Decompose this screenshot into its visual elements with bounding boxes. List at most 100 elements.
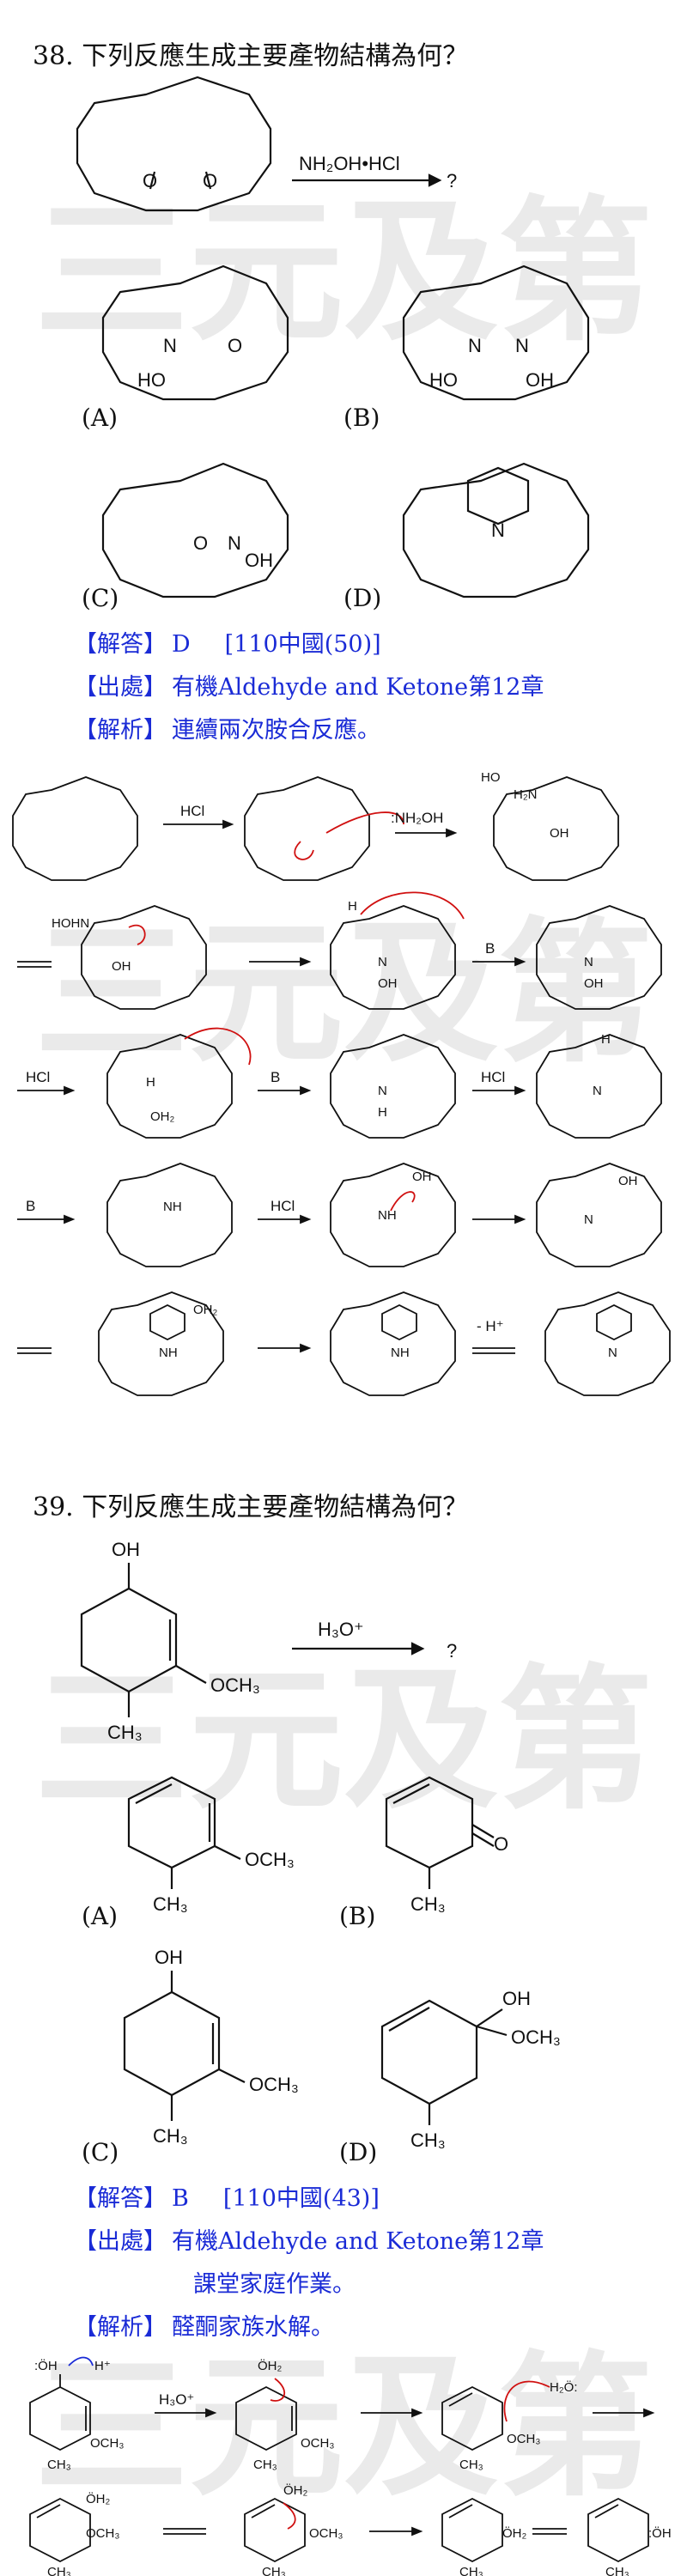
svg-text:OCH₃: OCH₃	[86, 2526, 119, 2541]
svg-text:H: H	[146, 1075, 155, 1090]
svg-text:CH₃: CH₃	[262, 2565, 286, 2576]
svg-text:- H⁺: - H⁺	[477, 1318, 504, 1334]
option-a-structure	[127, 1776, 216, 1869]
option-d-label: (D)	[344, 584, 382, 612]
svg-text:OH: OH	[112, 1539, 140, 1560]
question-39-figures: OH OCH₃ CH₃ H₃O⁺ ? OCH₃ CH₃ O CH₃ OH OCH…	[80, 1539, 561, 2151]
svg-text:H₃O⁺: H₃O⁺	[159, 2391, 194, 2408]
starting-material	[80, 1587, 178, 1693]
svg-text:B: B	[26, 1198, 35, 1214]
option-d-label: (D)	[339, 2138, 378, 2166]
svg-text:CH₃: CH₃	[459, 2458, 483, 2472]
question-38-title: 38. 下列反應生成主要產物結構為何？	[33, 41, 469, 71]
option-a-label: (A)	[82, 1902, 119, 1930]
answer-value: D	[172, 631, 191, 658]
svg-text:N: N	[515, 335, 529, 356]
svg-text:OH: OH	[378, 976, 398, 991]
svg-text:NH: NH	[378, 1208, 397, 1223]
svg-text:HCl: HCl	[271, 1198, 295, 1214]
svg-text:ÖH₂: ÖH₂	[502, 2525, 527, 2541]
svg-text:CH₃: CH₃	[410, 2129, 446, 2151]
svg-text:CH₃: CH₃	[153, 2125, 188, 2147]
svg-text:CH₃: CH₃	[107, 1722, 143, 1743]
svg-text::ÖH: :ÖH	[34, 2358, 58, 2373]
svg-text:OH: OH	[412, 1170, 432, 1184]
option-c-structure	[101, 462, 289, 598]
svg-text:H: H	[348, 899, 357, 914]
svg-text:H: H	[601, 1032, 611, 1047]
svg-text:B: B	[271, 1069, 280, 1085]
svg-text:O: O	[193, 532, 208, 554]
option-a-label: (A)	[82, 404, 119, 432]
svg-text:NH: NH	[391, 1346, 410, 1360]
svg-text::ÖH: :ÖH	[648, 2525, 672, 2541]
svg-text:NH: NH	[159, 1346, 178, 1360]
svg-text:OH₂: OH₂	[150, 1109, 175, 1124]
answer-reference: [110中國(50)]	[224, 631, 381, 658]
option-d-structure	[380, 1999, 478, 2105]
q38-source-line: 【出處】有機Aldehyde and Ketone第12章	[74, 674, 544, 701]
svg-text:HCl: HCl	[180, 803, 204, 819]
svg-text:H: H	[378, 1105, 387, 1120]
svg-text:OCH₃: OCH₃	[309, 2526, 343, 2541]
svg-text:N: N	[378, 1084, 387, 1098]
svg-text:OCH₃: OCH₃	[301, 2436, 334, 2451]
q39-explanation-line: 【解析】醛酮家族水解。	[74, 2314, 334, 2341]
svg-text:N: N	[584, 1212, 593, 1227]
svg-text:OH: OH	[584, 976, 604, 991]
svg-text:OCH₃: OCH₃	[249, 2074, 299, 2095]
option-c-label: (C)	[82, 2138, 119, 2166]
svg-text:O: O	[143, 170, 157, 191]
option-c-label: (C)	[82, 584, 119, 612]
svg-text:N: N	[468, 335, 482, 356]
answer-reference: [110中國(43)]	[222, 2185, 380, 2212]
svg-text:OH: OH	[112, 959, 131, 974]
svg-text:CH₃: CH₃	[459, 2565, 483, 2576]
svg-text::NH₂OH: :NH₂OH	[391, 810, 443, 826]
svg-text:N: N	[584, 955, 593, 969]
svg-text:HCl: HCl	[481, 1069, 505, 1085]
option-c-structure	[123, 1990, 221, 2097]
svg-text:HOHN: HOHN	[52, 916, 89, 931]
svg-text:OH₂: OH₂	[193, 1303, 218, 1317]
question-39-title: 39. 下列反應生成主要產物結構為何？	[33, 1492, 469, 1522]
q39-answer-line: 【解答】B[110中國(43)]	[74, 2185, 380, 2212]
answer-value: B	[172, 2185, 189, 2212]
q39-mechanism: :ÖH H⁺ OCH₃ CH₃ H₃O⁺ ÖH₂ OCH₃ CH₃ OCH₃ C…	[29, 2356, 672, 2576]
svg-text:OH: OH	[618, 1174, 638, 1188]
svg-text:N: N	[378, 955, 387, 969]
svg-text:HO: HO	[481, 770, 501, 785]
q38-mechanism: HCl :NH₂OH HO H₂N OH HOHN OH H N OH B N …	[12, 770, 671, 1396]
option-a-structure	[101, 264, 289, 401]
svg-text:ÖH₂: ÖH₂	[86, 2491, 111, 2506]
option-d-structure	[402, 462, 590, 598]
q39-source-line-2: 課堂家庭作業。	[193, 2271, 356, 2298]
q38-answer-line: 【解答】D[110中國(50)]	[74, 631, 381, 658]
svg-text:ÖH₂: ÖH₂	[258, 2358, 283, 2373]
svg-text:OCH₃: OCH₃	[511, 2026, 561, 2048]
svg-text:B: B	[485, 940, 495, 957]
svg-text:HCl: HCl	[26, 1069, 50, 1085]
svg-text:O: O	[494, 1833, 508, 1855]
svg-text:?: ?	[447, 170, 457, 191]
svg-text:CH₃: CH₃	[153, 1893, 188, 1915]
svg-text:CH₃: CH₃	[605, 2565, 629, 2576]
option-b-label: (B)	[339, 1902, 376, 1930]
svg-text:OCH₃: OCH₃	[90, 2436, 124, 2451]
svg-text:O: O	[228, 335, 242, 356]
svg-text:OCH₃: OCH₃	[210, 1674, 260, 1696]
option-b-label: (B)	[344, 404, 380, 432]
svg-text:N: N	[608, 1346, 617, 1360]
svg-text:N: N	[163, 335, 177, 356]
svg-text:OH: OH	[526, 369, 554, 391]
svg-text:HO: HO	[429, 369, 458, 391]
svg-text:N: N	[228, 532, 241, 554]
svg-text:?: ?	[447, 1640, 457, 1662]
svg-text:OCH₃: OCH₃	[245, 1849, 295, 1870]
svg-text:O: O	[203, 170, 217, 191]
svg-text:OH: OH	[502, 1988, 531, 2009]
svg-text:H₂Ö:: H₂Ö:	[550, 2379, 578, 2395]
svg-text:H₂N: H₂N	[514, 787, 538, 802]
svg-text:H⁺: H⁺	[94, 2359, 111, 2373]
